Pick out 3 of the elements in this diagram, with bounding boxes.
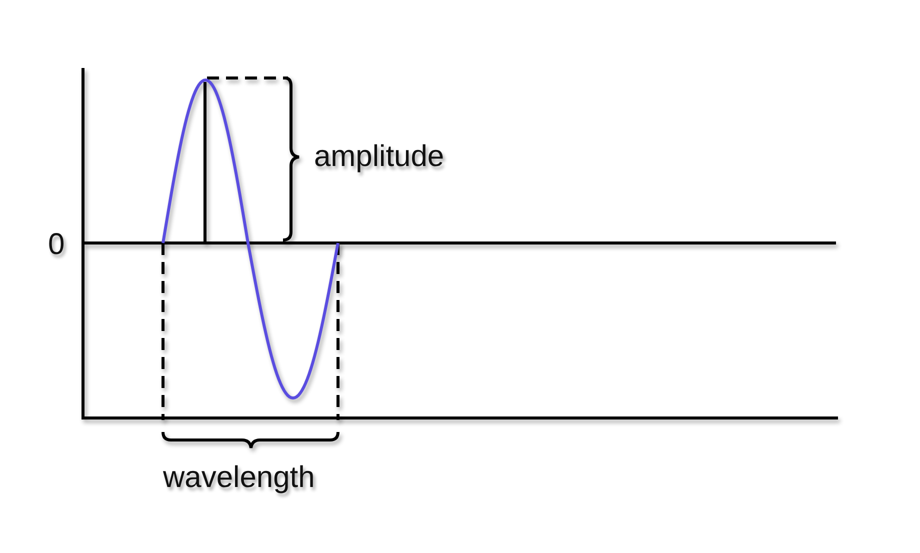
wavelength-label: wavelength bbox=[163, 463, 315, 493]
axis-value: 0 bbox=[48, 230, 65, 260]
amplitude-label: amplitude bbox=[314, 142, 444, 172]
